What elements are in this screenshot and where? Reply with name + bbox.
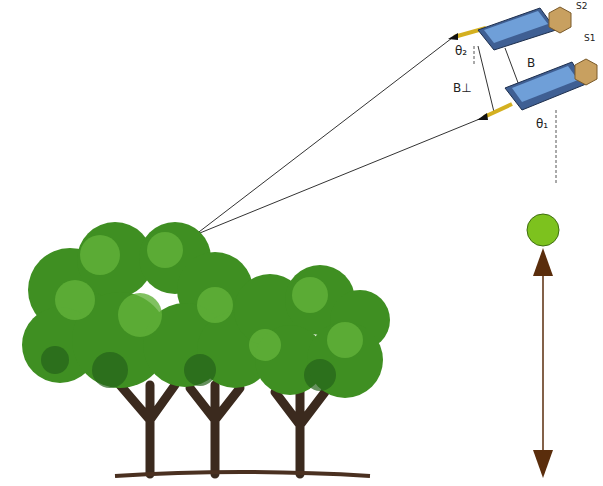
leaf-highlight [249,329,281,361]
satellite-end [549,7,571,33]
satellite-s1 [477,59,597,120]
leaf-shadow [41,346,69,374]
tree-trunks [120,385,325,474]
symbol-label: S2 [576,1,587,11]
symbol-label: B⊥ [453,82,472,96]
satellite-end [575,59,597,85]
line-of-sight [195,118,482,235]
leaf-highlight [55,280,95,320]
ground-line [115,472,370,476]
leaf-highlight [197,287,233,323]
arrowhead [533,450,553,478]
solar-panel [484,11,548,43]
symbol-label: S1 [584,33,595,43]
leaf-shadow [304,359,336,391]
antenna-tip [448,33,458,40]
line-of-sight [195,38,452,235]
baseline-line [505,48,520,88]
leaf-shadow [92,352,128,388]
canopy-shadows [41,346,336,391]
trunk [275,390,325,474]
nadir-line [556,110,557,185]
antenna-boom [484,104,512,117]
tree-canopy [22,222,390,398]
phase-center-dot [527,214,559,246]
leaf-shadow [184,354,216,386]
leaf-highlight [80,235,120,275]
satellite-body [478,8,556,50]
leaf-highlight [147,232,183,268]
solar-panel [512,66,578,102]
canopy-highlights [55,232,363,361]
trunk [120,385,175,474]
leaf-highlight [292,277,328,313]
height-arrow-line [542,262,544,460]
symbol-label: B [527,57,535,71]
nadir-line [474,46,475,66]
satellite-s2 [448,7,571,50]
trees [22,222,390,476]
symbol-label: θ₁ [536,118,548,132]
antenna-tip [477,113,488,120]
leaf-highlight [118,293,162,337]
symbol-label: θ₂ [455,45,467,59]
satellite-body [505,62,586,110]
perpendicular-baseline [478,46,494,112]
trunk [190,385,240,474]
leaf-highlight [327,322,363,358]
arrowhead [533,248,553,276]
